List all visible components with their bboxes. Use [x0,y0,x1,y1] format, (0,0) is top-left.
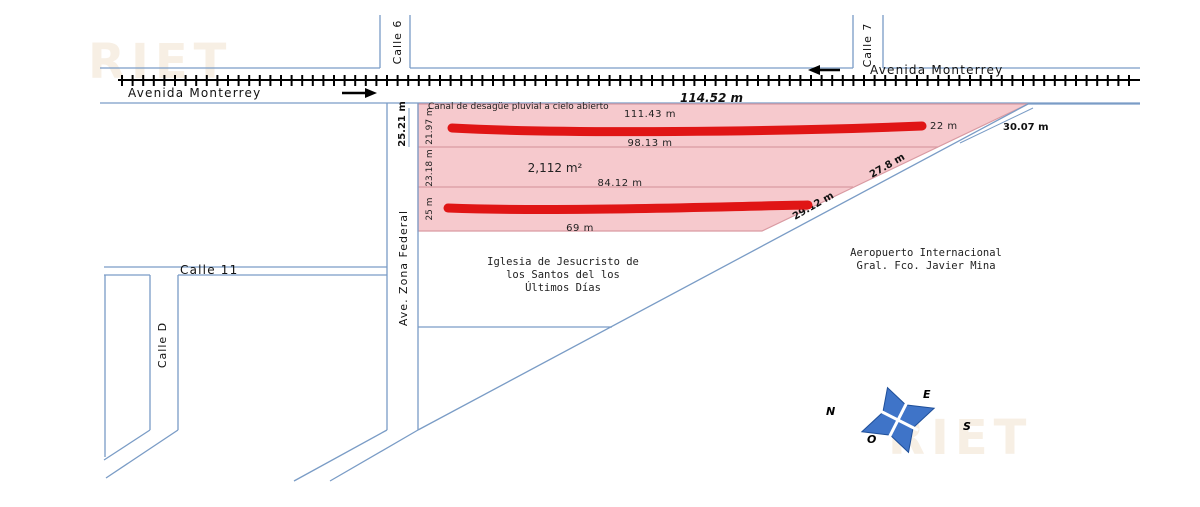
railway-track [118,75,1140,86]
calle-11-street [104,266,387,276]
compass-rose-icon [860,386,936,454]
diagonal-boundary-road [417,103,1140,431]
compass-south-label: S [963,420,971,433]
redaction-mark-top [447,121,927,137]
avenida-monterrey-south-label: Avenida Monterrey [128,86,261,100]
line-98-dimension: 98.13 m [627,138,672,149]
zona-federal-label: Ave. Zona Federal [397,210,410,326]
total-width-dimension: 114.52 m [680,91,743,105]
airport-label-line-1: Aeropuerto Internacional [850,247,1002,259]
lot1-outer-dimension: 25.21 m [397,101,408,147]
line-84-dimension: 84.12 m [597,178,642,189]
compass-north-label: N [826,405,835,418]
calle-11-label: Calle 11 [180,263,238,277]
bottom-edge-dimension: 69 m [566,223,594,234]
right-side-dimension: 30.07 m [1003,122,1049,133]
church-label-line-2: los Santos del los [506,269,620,281]
avenida-monterrey-north-label: Avenida Monterrey [870,63,1003,77]
calle-d-label: Calle D [156,322,169,368]
canal-label: Canal de desagüe pluvial a cielo abierto [428,102,609,112]
airport-label-line-2: Gral. Fco. Javier Mina [856,260,995,272]
lot3-width-dimension: 25 m [425,197,435,220]
calle-7-street [852,15,884,68]
lot2-area: 2,112 m² [528,161,583,175]
arrow-right-icon [342,88,377,98]
lot2-width-dimension: 23.18 m [425,149,435,186]
calle-7-label: Calle 7 [861,23,874,68]
calle-6-street [379,15,411,68]
calle-d-street [103,275,419,482]
calle-6-label: Calle 6 [391,20,404,65]
compass-west-label: O [867,433,876,446]
lot1-hypotenuse-dimension: 22 m [930,121,958,132]
top-edge-dimension: 111.43 m [624,109,676,120]
church-label-line-3: Últimos Días [525,281,601,294]
avenida-monterrey-road [100,67,1140,104]
church-label-line-1: Iglesia de Jesucristo de [487,256,639,268]
lot1-width-dimension: 21.97 m [425,107,435,144]
redaction-mark-bottom [443,200,813,215]
right-side-dimension-line [959,107,1034,144]
watermark-top: RIET [88,34,232,90]
arrow-left-icon [808,65,840,75]
compass-east-label: E [923,388,931,401]
